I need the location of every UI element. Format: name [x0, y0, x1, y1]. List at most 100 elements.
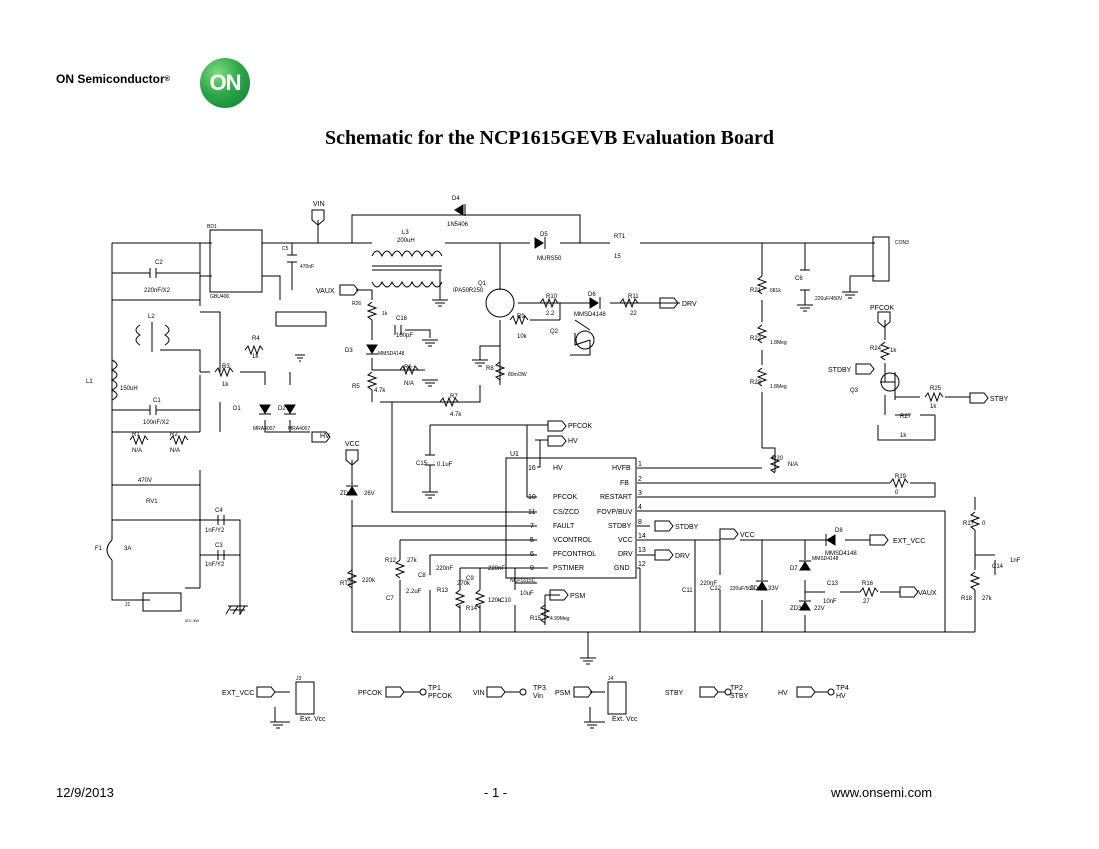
diode-symbols — [259, 204, 836, 611]
svg-text:R20: R20 — [772, 456, 784, 462]
svg-text:FB: FB — [620, 480, 629, 487]
svg-text:R26: R26 — [352, 301, 361, 307]
footer-website: www.onsemi.com — [831, 785, 933, 800]
svg-text:MURS50: MURS50 — [537, 256, 562, 262]
svg-text:GND: GND — [614, 565, 630, 572]
svg-text:11: 11 — [528, 509, 535, 516]
svg-text:MRA4007: MRA4007 — [288, 426, 310, 432]
svg-text:R7: R7 — [450, 394, 458, 400]
svg-text:RV1: RV1 — [146, 499, 158, 505]
svg-text:C4: C4 — [215, 508, 223, 514]
svg-text:470nF: 470nF — [300, 264, 314, 270]
svg-text:8: 8 — [638, 519, 642, 526]
svg-text:RESTART: RESTART — [600, 494, 633, 501]
svg-text:6: 6 — [530, 551, 534, 558]
svg-text:470V: 470V — [138, 478, 152, 484]
svg-text:GBU406: GBU406 — [210, 294, 229, 300]
svg-text:C6: C6 — [795, 276, 803, 282]
q1-mosfet-symbol — [485, 288, 515, 318]
svg-text:C2: C2 — [155, 260, 163, 266]
svg-text:HV: HV — [836, 693, 846, 700]
svg-text:C5: C5 — [282, 246, 289, 252]
c6-capacitor-symbol — [800, 269, 810, 291]
svg-text:J3: J3 — [296, 676, 302, 682]
svg-text:7: 7 — [530, 523, 534, 530]
svg-text:MMSD4148: MMSD4148 — [574, 312, 606, 318]
svg-text:TP1: TP1 — [428, 685, 441, 692]
c15-capacitor-symbol — [425, 454, 435, 466]
svg-text:C16: C16 — [396, 316, 408, 322]
footer-date: 12/9/2013 — [56, 785, 114, 800]
svg-text:4.99Meg: 4.99Meg — [550, 616, 570, 622]
svg-text:Q2: Q2 — [550, 329, 559, 335]
svg-text:Ext. Vcc: Ext. Vcc — [300, 716, 326, 723]
svg-text:220nF/X2: 220nF/X2 — [144, 288, 171, 294]
test-point-flags — [256, 686, 835, 698]
svg-text:FOVP/BUV: FOVP/BUV — [597, 509, 633, 516]
svg-text:ZD3: ZD3 — [790, 606, 802, 612]
svg-text:1nF/Y2: 1nF/Y2 — [205, 562, 225, 568]
svg-text:IPA50R250: IPA50R250 — [453, 288, 484, 294]
svg-text:27: 27 — [863, 599, 870, 605]
svg-text:27k: 27k — [982, 596, 993, 602]
schematic-labels: VIN VAUX VCC PFCOK HV HV DRV PFCOK STDBY… — [86, 196, 1021, 723]
svg-text:27k: 27k — [407, 558, 418, 564]
svg-text:220nF: 220nF — [488, 566, 505, 572]
svg-text:TP2: TP2 — [730, 685, 743, 692]
svg-text:1k: 1k — [930, 404, 937, 410]
ic-body — [505, 457, 637, 579]
svg-text:C8: C8 — [418, 573, 426, 579]
svg-text:1k: 1k — [890, 348, 897, 354]
net-stby: STBY — [990, 396, 1009, 403]
svg-text:J1: J1 — [125, 602, 131, 608]
svg-text:1k: 1k — [222, 382, 229, 388]
svg-text:C1: C1 — [153, 398, 161, 404]
svg-text:F1: F1 — [95, 546, 103, 552]
svg-text:D3: D3 — [345, 348, 353, 354]
svg-text:R16: R16 — [862, 581, 874, 587]
svg-text:200uH: 200uH — [397, 238, 415, 244]
net-ext-vcc: EXT_VCC — [893, 538, 925, 545]
svg-text:4: 4 — [638, 504, 642, 511]
svg-text:VCC: VCC — [618, 537, 633, 544]
svg-text:D5: D5 — [540, 232, 548, 238]
q3-transistor-symbol — [880, 372, 900, 392]
svg-text:R5: R5 — [352, 384, 360, 390]
svg-text:C11: C11 — [682, 588, 693, 594]
svg-text:R17: R17 — [963, 521, 975, 527]
svg-text:1.8Meg: 1.8Meg — [770, 340, 787, 346]
svg-text:D2: D2 — [278, 406, 286, 412]
svg-text:DRV: DRV — [618, 551, 633, 558]
svg-text:PFCOK: PFCOK — [553, 494, 577, 501]
svg-text:Ext. Vcc: Ext. Vcc — [612, 716, 638, 723]
svg-text:Q3: Q3 — [850, 388, 859, 394]
net-drv-ic: DRV — [675, 553, 690, 560]
j3-connector — [295, 681, 315, 715]
svg-text:C10: C10 — [500, 598, 512, 604]
svg-text:C9: C9 — [466, 576, 474, 582]
net-pfcok-q3: PFCOK — [870, 305, 894, 312]
svg-text:1.8Meg: 1.8Meg — [770, 384, 787, 390]
fuse-symbol — [106, 539, 113, 561]
svg-text:TP4: TP4 — [836, 685, 849, 692]
net-vaux: VAUX — [316, 288, 335, 295]
svg-text:N/A: N/A — [404, 381, 414, 387]
svg-text:D1: D1 — [233, 406, 241, 412]
svg-text:CON3: CON3 — [895, 240, 909, 246]
net-flags — [311, 209, 989, 601]
c16-capacitor-symbol — [394, 325, 402, 335]
svg-text:R8: R8 — [486, 366, 494, 372]
svg-text:R13: R13 — [437, 588, 449, 594]
svg-text:R21: R21 — [750, 288, 762, 294]
svg-text:681k: 681k — [770, 288, 781, 294]
svg-text:R6: R6 — [404, 365, 412, 371]
svg-text:0: 0 — [982, 521, 986, 527]
svg-text:120k: 120k — [488, 598, 502, 604]
q2-transistor-symbol — [575, 330, 595, 350]
svg-text:HV: HV — [778, 690, 788, 697]
svg-text:TP3: TP3 — [533, 685, 546, 692]
svg-text:220nF: 220nF — [700, 581, 717, 587]
svg-text:D8: D8 — [835, 528, 843, 534]
svg-text:220nF: 220nF — [436, 566, 453, 572]
svg-text:15: 15 — [614, 254, 621, 260]
